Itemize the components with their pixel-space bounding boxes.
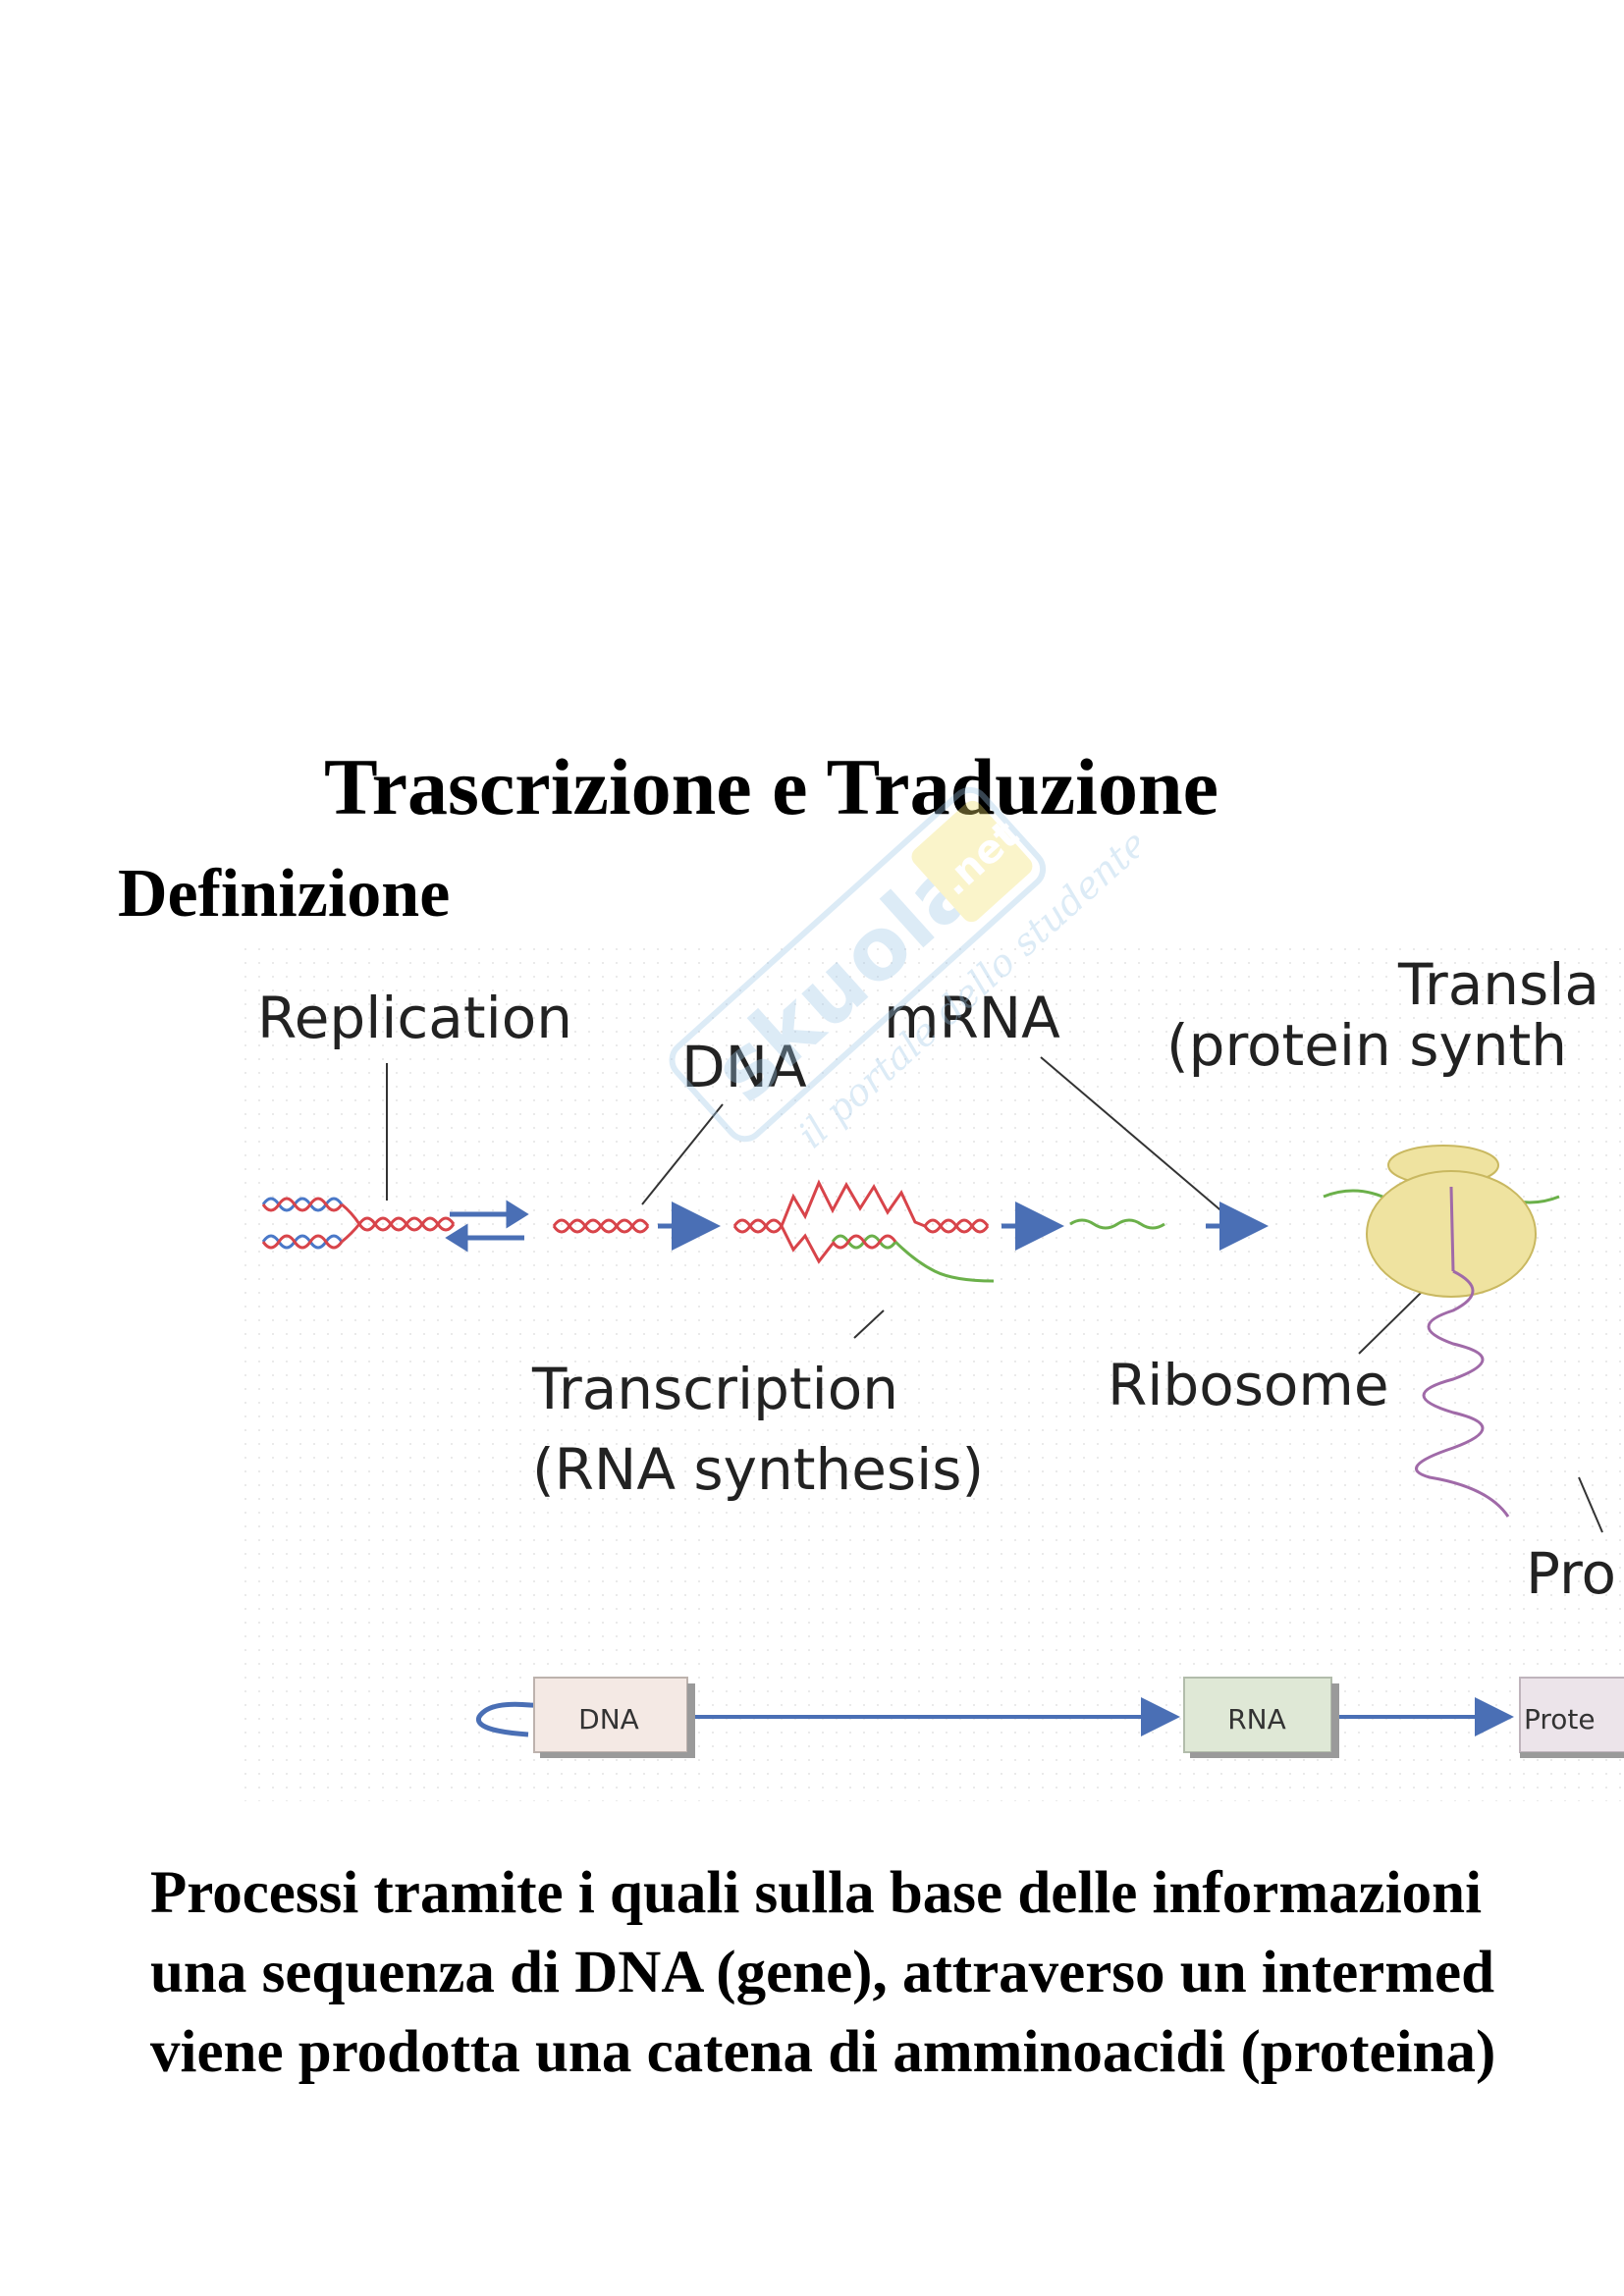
flow-box-rna-label: RNA [1227, 1703, 1286, 1735]
ribosome [1323, 1145, 1560, 1298]
label-dna: DNA [681, 1034, 807, 1100]
flow-box-dna-label: DNA [578, 1703, 639, 1735]
flow-box-rna [1183, 1677, 1332, 1753]
label-transcription-line1: Transcription [531, 1356, 898, 1422]
page-title: Trascrizione e Traduzione [324, 742, 1218, 831]
flow-box-protein [1519, 1677, 1624, 1753]
section-heading: Definizione [118, 856, 451, 932]
flow-box-dna [533, 1677, 688, 1753]
dna-replication-helix [261, 1197, 456, 1250]
label-translation-line2: (protein synth [1166, 1012, 1567, 1079]
definition-line-1: Processi tramite i quali sulla base dell… [150, 1860, 1483, 1926]
label-replication: Replication [257, 985, 572, 1051]
flow-box-protein-label: Prote [1524, 1703, 1596, 1735]
leader-transcription [853, 1309, 885, 1339]
label-transcription-line2: (RNA synthesis) [532, 1436, 984, 1503]
replication-equilibrium-arrows [445, 1200, 529, 1253]
label-protein: Pro [1526, 1540, 1616, 1607]
protein-chain [1415, 1269, 1510, 1518]
dna-helix [552, 1218, 650, 1234]
transcription-bubble [732, 1179, 995, 1283]
figure-background [244, 947, 1624, 1801]
central-dogma-figure: Replication DNA mRNA Transla (protein sy… [244, 947, 1624, 1801]
label-ribosome: Ribosome [1108, 1352, 1389, 1418]
definition-paragraph: Processi tramite i quali sulla base dell… [150, 1853, 1624, 2092]
leader-protein [1578, 1476, 1603, 1533]
definition-line-3: viene prodotta una catena di amminoacidi… [150, 2019, 1496, 2085]
label-mrna: mRNA [884, 985, 1060, 1051]
leader-mrna [1040, 1056, 1226, 1215]
label-translation-line1: Transla [1397, 951, 1599, 1018]
definition-line-2: una sequenza di DNA (gene), attraverso u… [150, 1940, 1495, 2005]
leader-dna [641, 1103, 724, 1205]
flow-diagram: DNA RNA Prote [475, 1677, 1624, 1758]
mrna-strand [1069, 1218, 1165, 1230]
